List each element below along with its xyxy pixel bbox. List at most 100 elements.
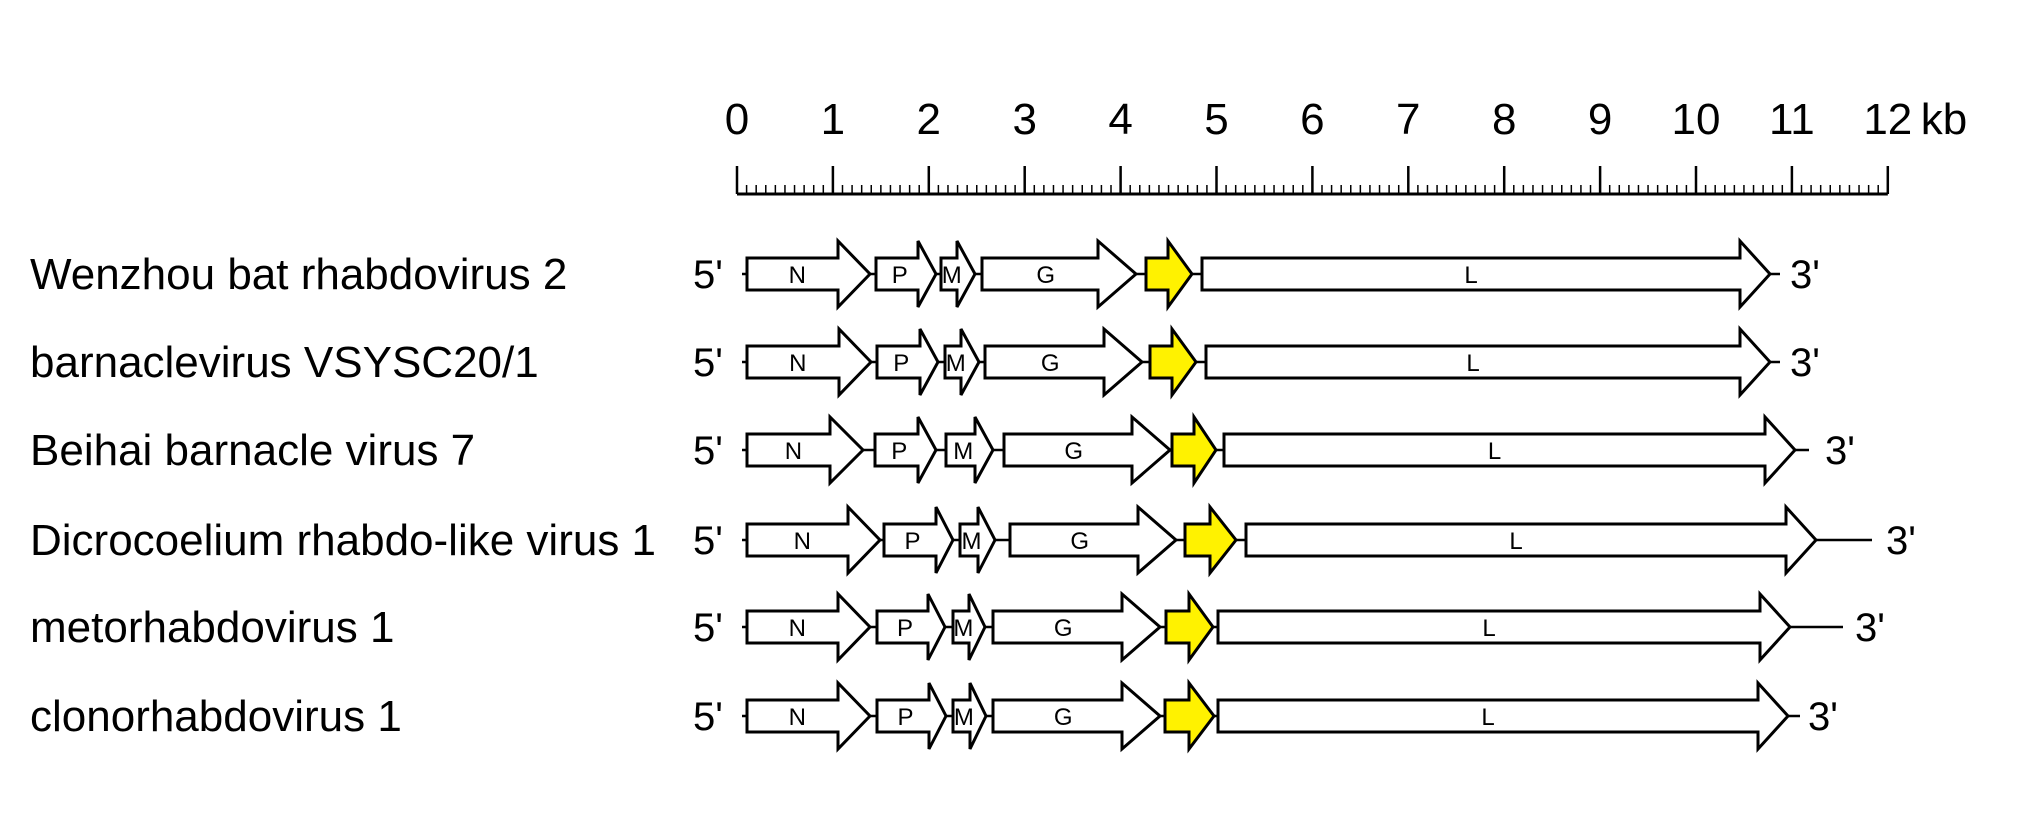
genome-row: metorhabdovirus 1 5' N P M G L 3' — [30, 589, 1885, 665]
gene-arrow-p — [873, 416, 938, 484]
five-prime-label: 5' — [693, 695, 723, 739]
gene-label: P — [892, 262, 908, 289]
gene-label: P — [897, 615, 913, 642]
gene-label: M — [962, 528, 982, 555]
gene-arrow-g — [991, 590, 1163, 664]
three-prime-label: 3' — [1790, 341, 1820, 385]
gene-arrow-g — [980, 237, 1139, 311]
tick-label: 6 — [1300, 95, 1324, 144]
five-prime-label: 5' — [693, 429, 723, 473]
gene-arrow-m — [943, 328, 981, 396]
gene-arrow-l — [1216, 679, 1791, 753]
highlighted-orf-arrow — [1183, 502, 1238, 578]
tick-label: 2 — [917, 95, 941, 144]
gene-arrow-g — [991, 679, 1163, 753]
five-prime-label: 5' — [693, 519, 723, 563]
gene-arrow-l — [1244, 503, 1819, 577]
gene-label: G — [1036, 262, 1055, 289]
gene-label: L — [1509, 528, 1522, 555]
virus-name: Beihai barnacle virus 7 — [30, 426, 475, 475]
gene-arrow-m — [958, 506, 997, 574]
gene-label: M — [953, 438, 973, 465]
gene-arrow-n — [745, 590, 873, 664]
five-prime-label: 5' — [693, 606, 723, 650]
gene-label: N — [794, 528, 811, 555]
three-prime-label: 3' — [1855, 606, 1885, 650]
gene-arrow-l — [1222, 413, 1798, 487]
three-prime-label: 3' — [1825, 429, 1855, 473]
gene-label: G — [1064, 438, 1083, 465]
tick-label: 7 — [1396, 95, 1420, 144]
gene-arrow-p — [875, 328, 940, 396]
five-prime-label: 5' — [693, 341, 723, 385]
gene-arrow-m — [951, 682, 988, 750]
gene-label: G — [1054, 615, 1073, 642]
highlighted-orf-arrow — [1164, 589, 1215, 665]
tick-label: 12 — [1863, 95, 1912, 144]
gene-label: N — [789, 615, 806, 642]
gene-label: P — [905, 528, 921, 555]
gene-label: G — [1070, 528, 1089, 555]
virus-name: barnaclevirus VSYSC20/1 — [30, 338, 539, 387]
gene-label: L — [1464, 262, 1477, 289]
tick-label: 9 — [1588, 95, 1612, 144]
gene-label: P — [898, 704, 914, 731]
tick-label: 5 — [1204, 95, 1228, 144]
gene-label: M — [946, 350, 966, 377]
gene-arrow-n — [745, 679, 873, 753]
virus-name: Dicrocoelium rhabdo-like virus 1 — [30, 516, 656, 565]
tick-label: 11 — [1769, 95, 1815, 144]
gene-arrow-p — [875, 593, 947, 661]
gene-label: L — [1488, 438, 1501, 465]
gene-arrow-m — [939, 240, 977, 308]
gene-arrow-g — [1008, 503, 1179, 577]
gene-label: P — [893, 350, 909, 377]
tick-label: 8 — [1492, 95, 1516, 144]
virus-name: clonorhabdovirus 1 — [30, 692, 402, 741]
tick-label: 4 — [1108, 95, 1132, 144]
gene-label: M — [953, 615, 973, 642]
genome-rows: Wenzhou bat rhabdovirus 2 5' N P M G L 3' barnac… — [30, 236, 1916, 754]
virus-name: Wenzhou bat rhabdovirus 2 — [30, 250, 567, 299]
gene-arrow-n — [745, 503, 883, 577]
gene-arrow-l — [1216, 590, 1793, 664]
gene-label: G — [1054, 704, 1073, 731]
three-prime-label: 3' — [1886, 519, 1916, 563]
tick-label: 3 — [1012, 95, 1036, 144]
gene-arrow-p — [875, 682, 948, 750]
tick-label: 10 — [1672, 95, 1721, 144]
gene-label: M — [942, 262, 962, 289]
genome-row: Beihai barnacle virus 7 5' N P M G L 3' — [30, 412, 1855, 488]
gene-arrow-g — [983, 325, 1145, 399]
gene-label: N — [789, 350, 806, 377]
gene-label: L — [1482, 615, 1495, 642]
gene-label: N — [785, 438, 802, 465]
three-prime-label: 3' — [1790, 253, 1820, 297]
highlighted-orf-arrow — [1144, 236, 1194, 312]
highlighted-orf-arrow — [1148, 324, 1198, 400]
gene-label: N — [789, 704, 806, 731]
gene-arrow-n — [745, 237, 873, 311]
gene-arrow-l — [1200, 237, 1773, 311]
gene-arrow-m — [944, 416, 995, 484]
gene-label: P — [891, 438, 907, 465]
gene-arrow-g — [1002, 413, 1173, 487]
highlighted-orf-arrow — [1163, 678, 1216, 754]
tick-label: 0 — [725, 95, 749, 144]
genome-row: Dicrocoelium rhabdo-like virus 1 5' N P M G L 3… — [30, 502, 1916, 578]
gene-label: L — [1481, 704, 1494, 731]
gene-arrow-n — [745, 325, 874, 399]
highlighted-orf-arrow — [1170, 412, 1218, 488]
gene-label: M — [954, 704, 974, 731]
ruler-unit-label: kb — [1921, 95, 1967, 144]
virus-name: metorhabdovirus 1 — [30, 603, 394, 652]
tick-label: 1 — [821, 95, 845, 144]
gene-arrow-p — [882, 506, 955, 574]
gene-arrow-p — [874, 240, 938, 308]
gene-label: L — [1466, 350, 1479, 377]
